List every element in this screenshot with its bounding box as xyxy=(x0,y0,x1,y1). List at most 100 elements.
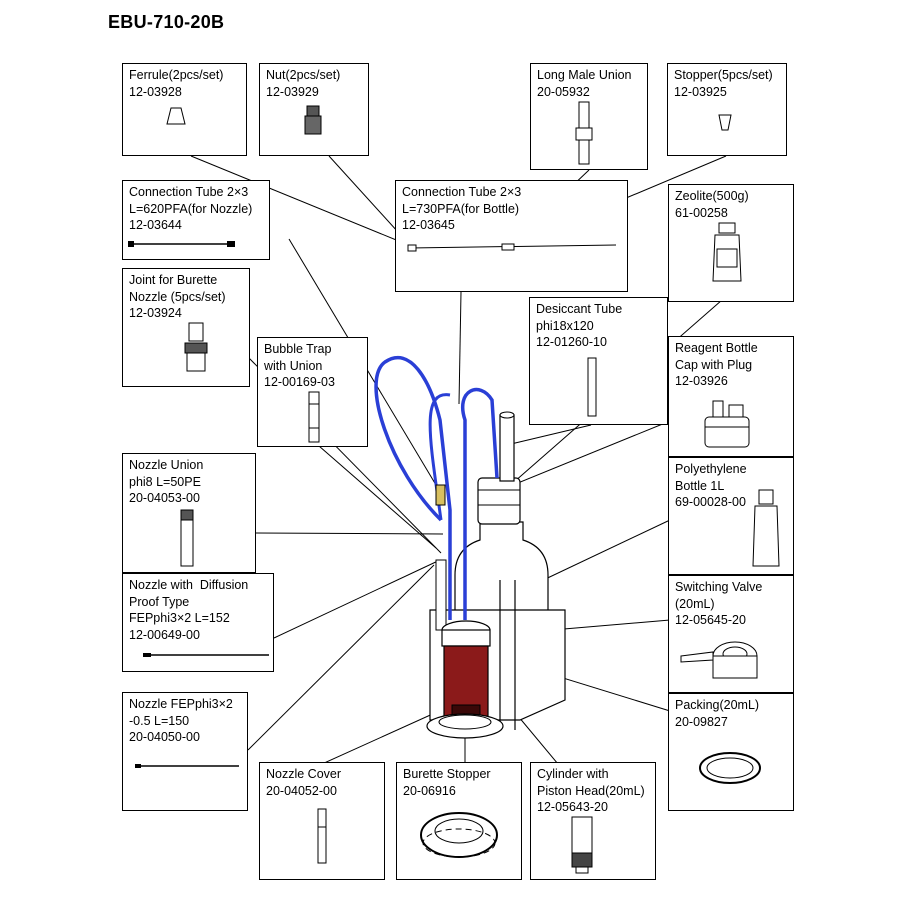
part-name: Nozzle FEPphi3×2 xyxy=(129,697,233,711)
leader-nozzle-union xyxy=(255,532,444,535)
part-spec: phi18x120 xyxy=(536,318,594,333)
part-nozzle-union: Nozzle Union phi8 L=50PE 20-04053-00 xyxy=(122,453,256,573)
bottle-icon xyxy=(712,222,742,282)
part-number: 12-00169-03 xyxy=(264,375,335,389)
part-number: 12-03926 xyxy=(675,374,728,388)
part-number: 20-06916 xyxy=(403,783,456,798)
tube-bottle xyxy=(461,388,499,620)
leader-reagent-cap xyxy=(507,420,671,488)
leader-ferrule xyxy=(190,155,407,245)
part-name: Zeolite(500g) xyxy=(675,189,749,203)
part-name: Joint for Burette xyxy=(129,273,218,287)
ferrule-icon xyxy=(166,107,186,125)
part-spec: Cap with Plug xyxy=(675,357,753,372)
part-spec-2: FEPphi3×2 L=152 xyxy=(129,611,230,625)
part-number: 12-00649-00 xyxy=(129,627,200,642)
part-number: 20-04050-00 xyxy=(129,730,200,744)
part-nut: Nut(2pcs/set) 12-03929 xyxy=(259,63,369,156)
part-name: Nozzle with Diffusion xyxy=(129,578,249,592)
dispenser-assembly xyxy=(374,355,566,739)
tube-bottle-icon xyxy=(407,243,617,252)
part-ferrule: Ferrule(2pcs/set) 12-03928 xyxy=(122,63,247,156)
part-spec: Nozzle (5pcs/set) xyxy=(129,289,226,304)
burette-stopper-icon xyxy=(420,812,498,858)
cylinder-icon xyxy=(571,816,593,874)
part-number: 20-04053-00 xyxy=(129,491,200,505)
part-number: 12-05643-20 xyxy=(537,800,608,814)
part-number: 12-03644 xyxy=(129,218,182,232)
part-name: Cylinder with xyxy=(537,767,609,781)
part-spec: -0.5 L=150 xyxy=(129,713,190,728)
part-name: Ferrule(2pcs/set) xyxy=(129,68,224,82)
part-name: Connection Tube 2×3 xyxy=(402,185,522,199)
part-nozzle-cover: Nozzle Cover 20-04052-00 xyxy=(259,762,385,880)
leader-nozzle-fep xyxy=(247,564,435,751)
part-number: 12-03924 xyxy=(129,306,182,320)
part-number: 12-03929 xyxy=(266,84,319,99)
leader-bubble-trap xyxy=(318,445,437,549)
nozzle-fep-icon xyxy=(135,764,239,768)
stopper-icon xyxy=(718,114,732,131)
part-zeolite: Zeolite(500g) 61-00258 xyxy=(668,184,794,302)
part-name: Burette Stopper xyxy=(403,767,491,781)
part-number: 20-09827 xyxy=(675,714,728,729)
packing-ring-icon xyxy=(699,752,761,784)
part-packing: Packing(20mL) 20-09827 xyxy=(668,693,794,811)
part-name: Long Male Union xyxy=(537,68,632,82)
part-number: 12-03925 xyxy=(674,84,727,99)
part-number: 20-04052-00 xyxy=(266,783,337,798)
part-number: 12-01260-10 xyxy=(536,335,607,349)
part-name: Connection Tube 2×3 xyxy=(129,185,249,199)
part-name: Packing(20mL) xyxy=(675,698,760,712)
part-spec: Proof Type xyxy=(129,594,190,609)
valve-icon xyxy=(680,641,758,679)
part-conn-tube-nozzle: Connection Tube 2×3 L=620PFA(for Nozzle)… xyxy=(122,180,270,260)
part-switching-valve: Switching Valve (20mL) 12-05645-20 xyxy=(668,575,794,693)
pe-bottle-icon xyxy=(752,489,780,567)
tube-nozzle xyxy=(374,355,452,620)
bottle-cap xyxy=(477,477,521,525)
leader-nozzle-cover xyxy=(321,711,438,765)
part-number: 12-03928 xyxy=(129,84,182,99)
part-nozzle-fep: Nozzle FEPphi3×2 -0.5 L=150 20-04050-00 xyxy=(122,692,248,811)
nozzle-union-icon xyxy=(180,509,194,567)
part-burette-stopper: Burette Stopper 20-06916 xyxy=(396,762,522,880)
part-spec: Piston Head(20mL) xyxy=(537,783,645,798)
part-name: Stopper(5pcs/set) xyxy=(674,68,773,82)
part-spec: L=620PFA(for Nozzle) xyxy=(129,201,253,216)
leader-pe-bottle xyxy=(536,519,671,584)
joint-icon xyxy=(184,322,208,372)
part-number: 12-05645-20 xyxy=(675,613,746,627)
nozzle-cover-icon xyxy=(317,808,327,864)
part-name: Desiccant Tube xyxy=(536,302,623,316)
cap-icon xyxy=(704,400,750,448)
part-nozzle-diffusion: Nozzle with Diffusion Proof Type FEPphi3… xyxy=(122,573,274,672)
leader-conn-tube-bottle xyxy=(458,291,462,405)
diagram-title: EBU-710-20B xyxy=(108,12,225,32)
nozzle-icon xyxy=(143,653,269,657)
part-spec: Bottle 1L xyxy=(675,478,725,493)
part-reagent-cap: Reagent Bottle Cap with Plug 12-03926 xyxy=(668,336,794,457)
leader-nozzle-diffusion xyxy=(273,559,441,639)
part-stopper: Stopper(5pcs/set) 12-03925 xyxy=(667,63,787,156)
part-cylinder-piston: Cylinder with Piston Head(20mL) 12-05643… xyxy=(530,762,656,880)
part-long-male-union: Long Male Union 20-05932 xyxy=(530,63,648,170)
part-name: Switching Valve xyxy=(675,580,763,594)
part-spec: L=730PFA(for Bottle) xyxy=(402,201,520,216)
part-spec: phi8 L=50PE xyxy=(129,474,201,489)
part-number: 61-00258 xyxy=(675,205,728,220)
part-name: Nozzle Union xyxy=(129,458,204,472)
union-icon xyxy=(575,101,593,165)
part-name: Reagent Bottle xyxy=(675,341,758,355)
desiccant-icon xyxy=(587,357,597,417)
part-joint-burette: Joint for Burette Nozzle (5pcs/set) 12-0… xyxy=(122,268,250,387)
part-name: Polyethylene xyxy=(675,462,747,476)
part-number: 12-03645 xyxy=(402,218,455,232)
part-conn-tube-bottle: Connection Tube 2×3 L=730PFA(for Bottle)… xyxy=(395,180,628,292)
bubble-trap-icon xyxy=(308,391,320,443)
part-spec: with Union xyxy=(264,358,323,373)
desiccant-tube xyxy=(499,414,515,482)
part-name: Nozzle Cover xyxy=(266,767,342,781)
part-desiccant-tube: Desiccant Tube phi18x120 12-01260-10 xyxy=(529,297,668,425)
part-pe-bottle: Polyethylene Bottle 1L 69-00028-00 xyxy=(668,457,794,575)
